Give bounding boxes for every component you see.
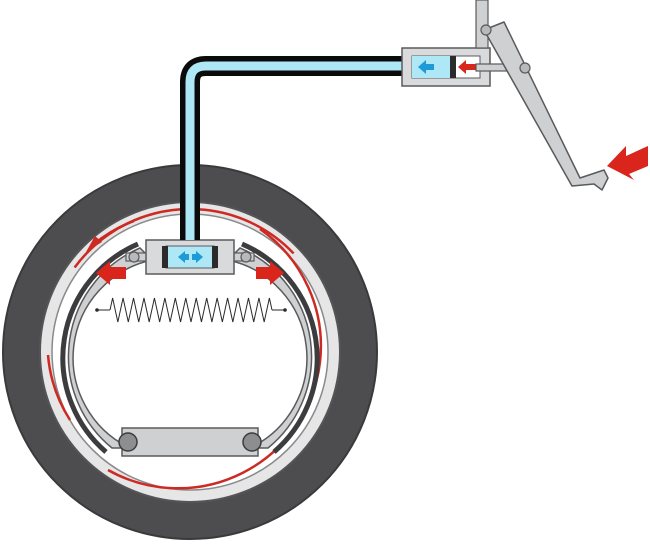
master-piston [450, 56, 456, 78]
brake-pedal [475, 0, 648, 191]
drum-rotation-arrow-icon [46, 354, 72, 421]
pedal-arm [483, 21, 609, 191]
spring-end-left [95, 308, 99, 312]
anchor-bar [121, 427, 259, 457]
pedal-mount [475, 0, 489, 49]
left-wheel-piston [162, 246, 168, 268]
master-cylinder [401, 47, 527, 87]
return-spring [95, 297, 287, 323]
pedal-pivot [480, 24, 492, 36]
hydraulic-brake-line [180, 56, 408, 240]
fluid-flow-arrow-icon [178, 251, 189, 263]
left-anchor-pin [118, 432, 138, 452]
spring-end-right [283, 308, 287, 312]
pedal-rod-pivot [519, 62, 531, 74]
drum-rotation-arrow-icon [259, 227, 323, 363]
drum-rotation-arrow-icon [86, 236, 102, 252]
brake-shoes [60, 241, 320, 457]
right-wheel-piston [212, 246, 218, 268]
right-anchor-pin [242, 432, 262, 452]
line-fluid [185, 61, 408, 240]
left-shoe-lining [60, 241, 139, 454]
right-rod-pivot [240, 251, 252, 263]
spring-coil [109, 297, 273, 323]
right-shoe-lining [241, 241, 320, 454]
fluid-flow-arrow-icon [192, 251, 203, 263]
master-piston-arrow-icon [458, 60, 476, 74]
shoe-push-arrow-icon [256, 261, 284, 285]
wheel-cylinder [125, 239, 255, 275]
left-rod-pivot [128, 251, 140, 263]
fluid-flow-arrow-icon [418, 60, 434, 74]
shoe-push-arrow-icon [96, 261, 126, 285]
wheel-cylinder-bore [165, 245, 215, 269]
drum-rotation-arrow-icon [45, 207, 335, 497]
pedal-force-arrow-icon [607, 146, 648, 180]
